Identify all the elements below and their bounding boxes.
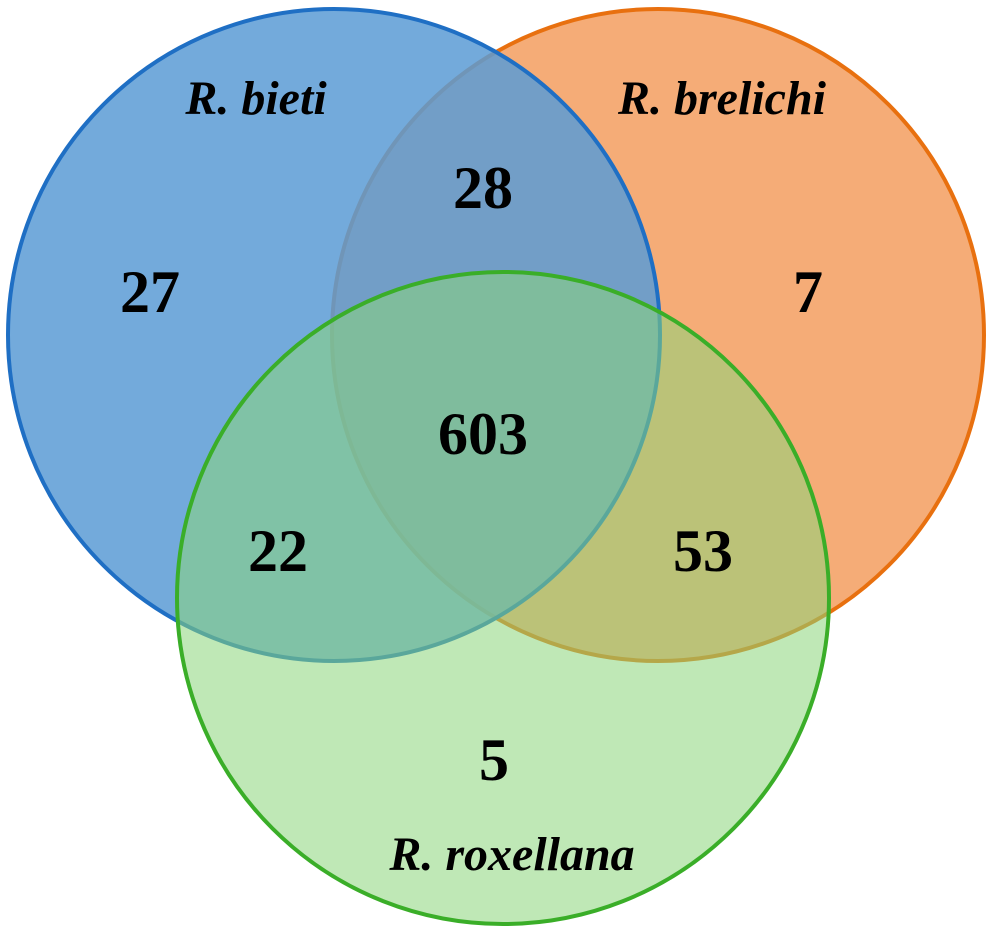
- bieti-label: R. bieti: [184, 72, 327, 125]
- roxellana-label: R. roxellana: [388, 828, 634, 881]
- bieti-roxellana-count: 22: [248, 518, 308, 584]
- bieti-only-count: 27: [120, 259, 180, 325]
- brelichi-only-count: 7: [793, 259, 823, 325]
- all-three-count: 603: [438, 401, 528, 467]
- roxellana-circle: [175, 270, 831, 926]
- bieti-brelichi-count: 28: [453, 155, 513, 221]
- brelichi-roxellana-count: 53: [673, 518, 733, 584]
- region-counts: 27 7 28 603 22 53 5: [120, 155, 823, 793]
- set-labels: R. bieti R. brelichi R. roxellana: [184, 72, 826, 881]
- roxellana-only-count: 5: [479, 727, 509, 793]
- brelichi-label: R. brelichi: [617, 72, 827, 125]
- circle-layer: [6, 7, 986, 926]
